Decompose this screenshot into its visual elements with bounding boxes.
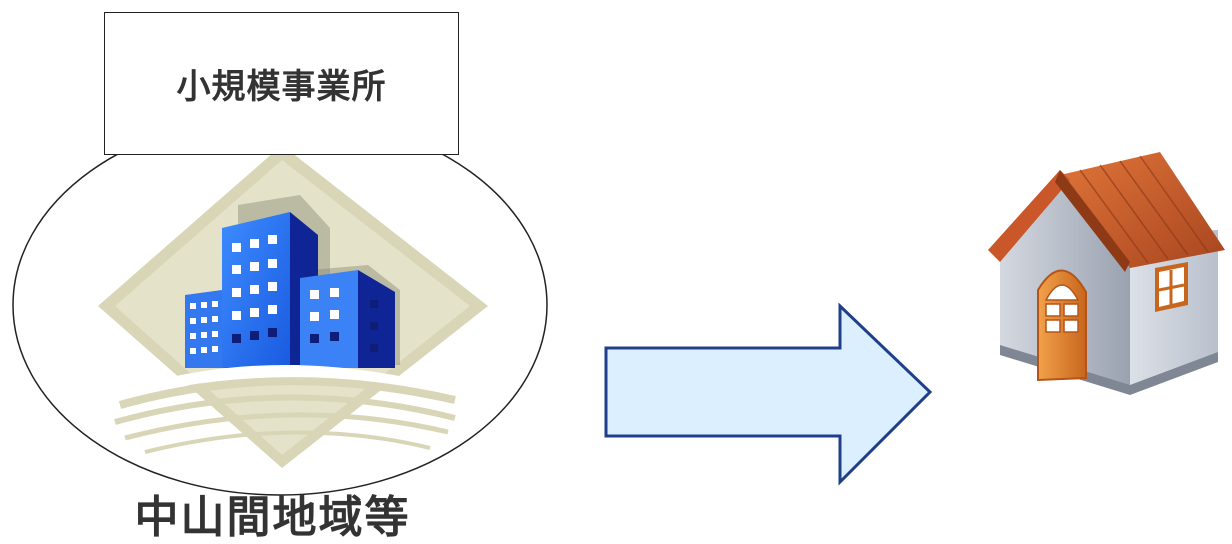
source-title: 小規模事業所 <box>176 67 387 107</box>
source-title-box: 小規模事業所 <box>104 12 459 155</box>
office-buildings-icon <box>98 145 488 468</box>
region-label: 中山間地域等 <box>134 492 411 543</box>
flow-arrow <box>604 302 933 486</box>
house-icon <box>988 152 1225 395</box>
